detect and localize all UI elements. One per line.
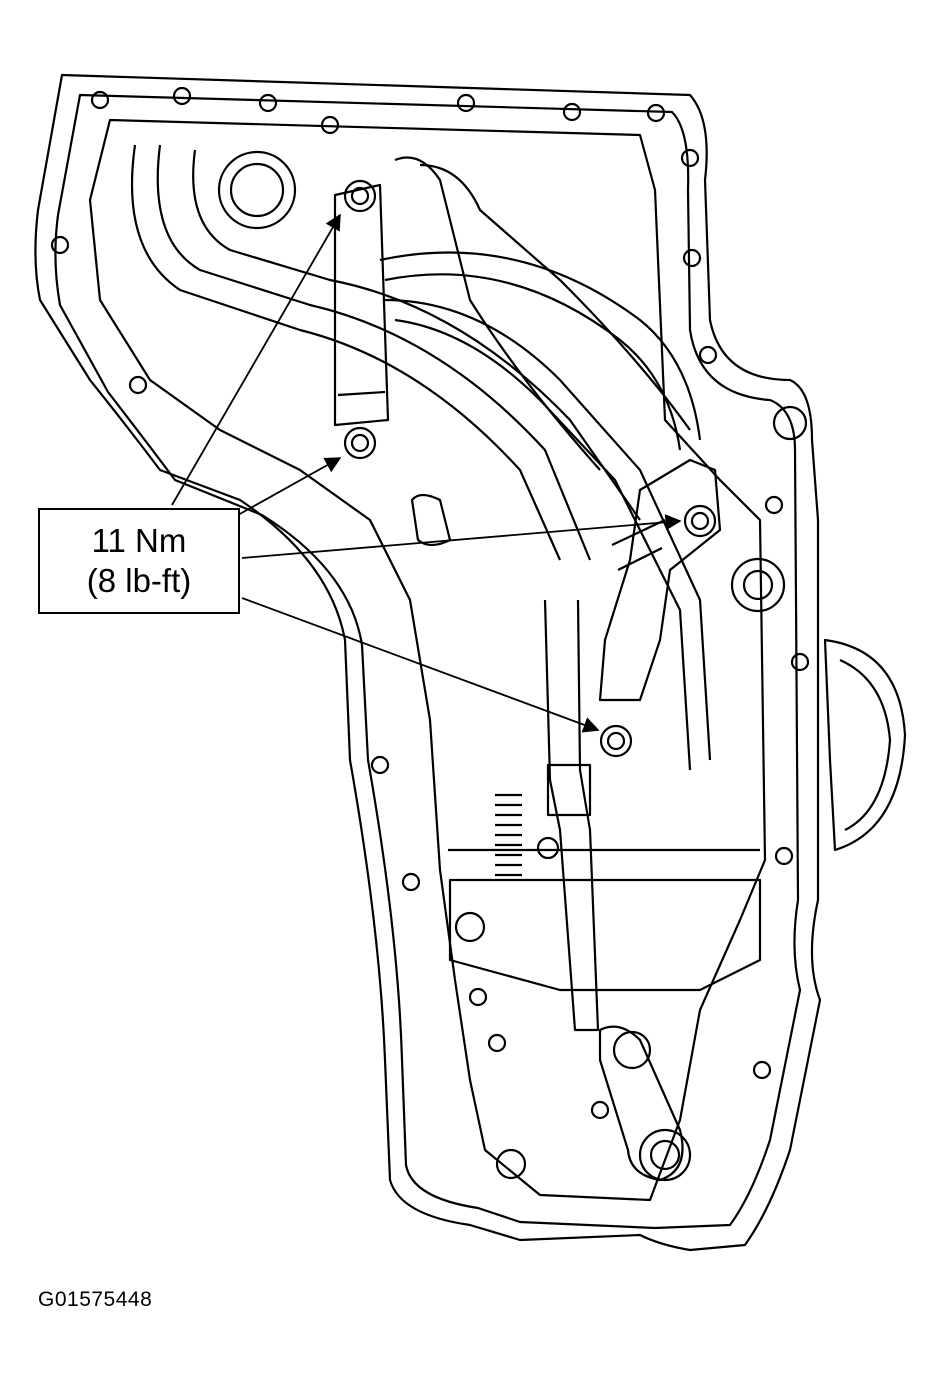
tube-4: [394, 156, 601, 471]
gasket-outline: [54, 93, 802, 1230]
lower-housing: [448, 878, 762, 992]
tube-7: [384, 273, 682, 451]
leader-arrows: [171, 213, 682, 733]
lower-lever: [598, 1025, 684, 1182]
case-outline: [34, 73, 822, 1252]
center-rod: [543, 599, 600, 1032]
tube-5: [419, 163, 691, 431]
tube-2: [156, 144, 592, 561]
perimeter-bolt-holes: [50, 86, 810, 1180]
tube-1: [130, 144, 562, 561]
right-bracket: [598, 458, 722, 702]
tube-8: [384, 298, 712, 761]
upper-bracket: [333, 183, 390, 427]
torque-callout: 11 Nm (8 lb-ft): [38, 508, 240, 614]
torque-metric-label: 11 Nm: [91, 522, 187, 559]
tube-6: [379, 251, 702, 441]
tube-3: [192, 149, 641, 521]
tube-9: [394, 318, 692, 771]
torque-imperial-label: (8 lb-ft): [86, 562, 192, 599]
torque-bolts: [343, 179, 717, 758]
figure-id: G01575448: [38, 1288, 153, 1311]
separator-plate: [88, 118, 767, 1202]
spring: [495, 793, 522, 877]
side-cover: [823, 638, 907, 852]
